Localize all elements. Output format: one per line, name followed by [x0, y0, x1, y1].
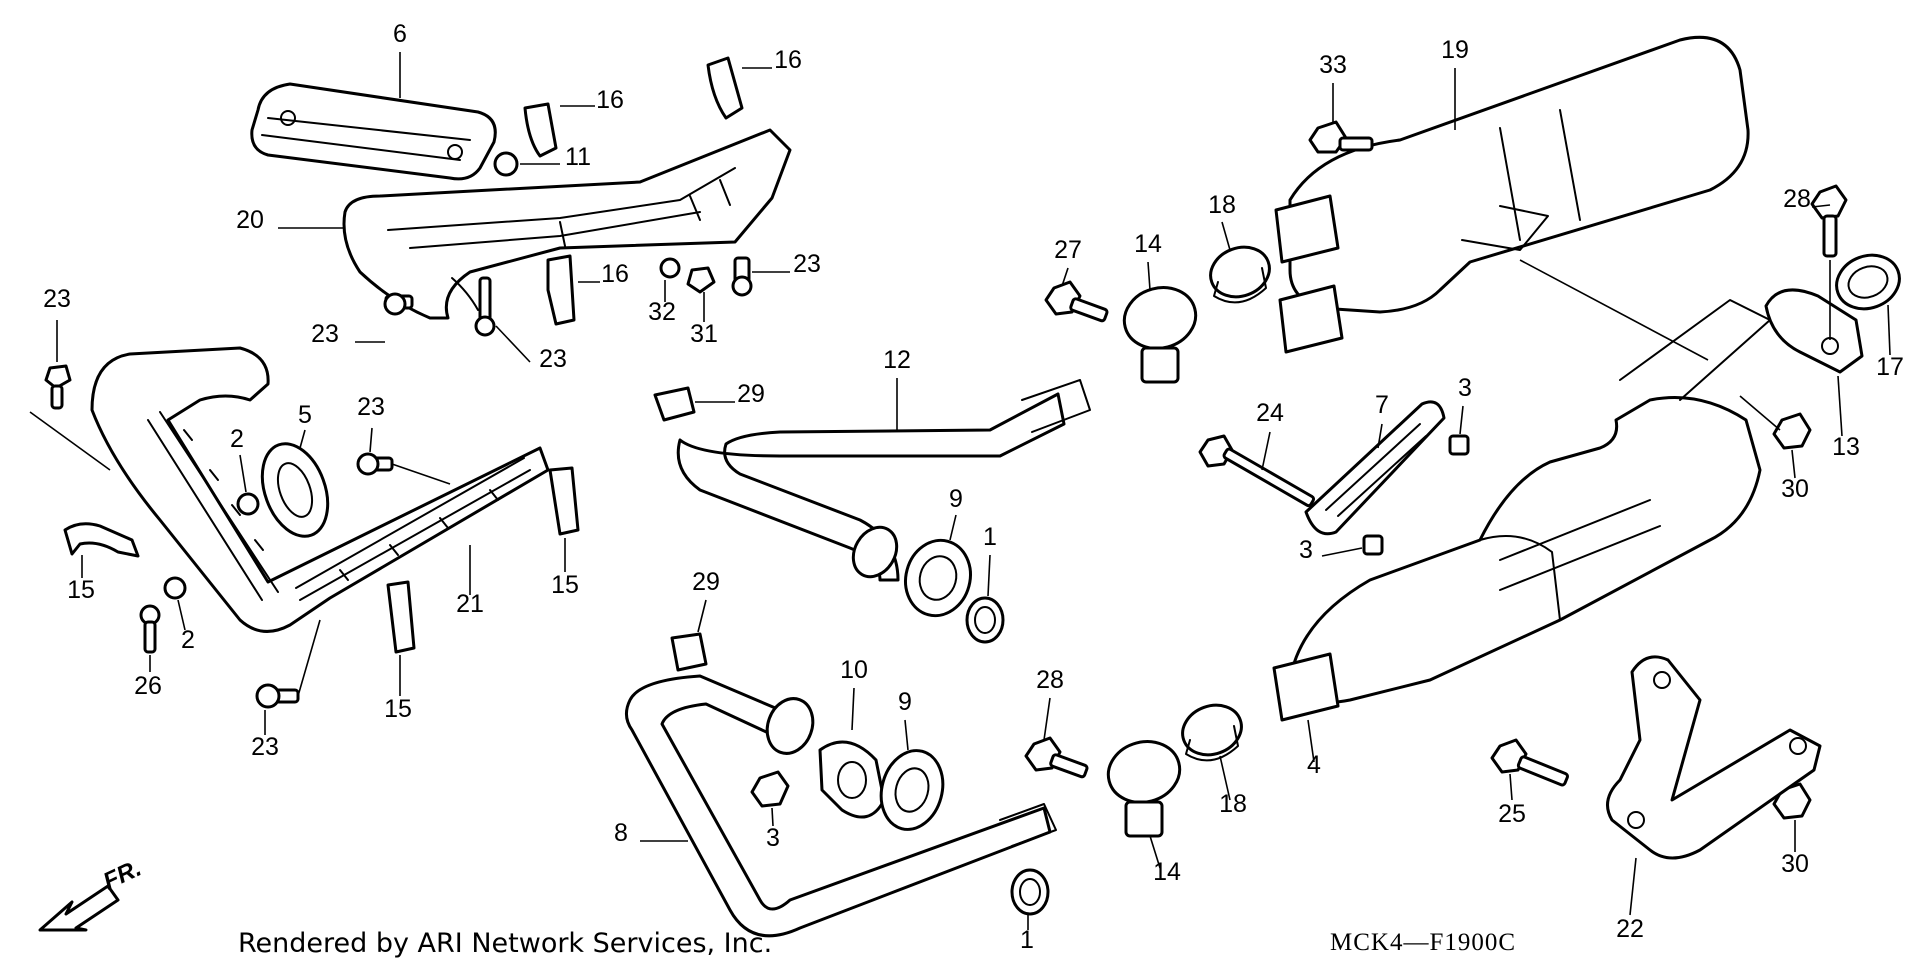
- part-22-bracket: [1606, 655, 1822, 916]
- callout-c29a: 29: [737, 380, 765, 408]
- callout-c12: 12: [883, 346, 911, 374]
- callout-c5: 5: [298, 401, 312, 429]
- part-23-bolts-upper: [355, 256, 790, 363]
- part-26-bolt: [139, 604, 161, 672]
- callout-c28b: 28: [1036, 666, 1064, 694]
- callout-c28a: 28: [1783, 185, 1811, 213]
- callout-c30a: 30: [1781, 475, 1809, 503]
- callout-c16c: 16: [601, 260, 629, 288]
- callout-c3b: 3: [1458, 374, 1472, 402]
- callout-c18b: 18: [1219, 790, 1247, 818]
- support-leader-lines: [1519, 259, 1781, 431]
- part-12-exhaust-pipe: [676, 378, 1091, 582]
- callout-c26: 26: [134, 672, 162, 700]
- callout-c23e: 23: [357, 393, 385, 421]
- part-24-bolt: [1198, 431, 1316, 508]
- part-30-nut: [1772, 412, 1812, 852]
- part-21-lower-heat-shield: [90, 346, 550, 633]
- part-19-upper-muffler: [1274, 35, 1750, 354]
- footer-credit: Rendered by ARI Network Services, Inc.: [238, 928, 772, 958]
- callout-c17: 17: [1876, 353, 1904, 381]
- part-8-exhaust-pipe: [625, 674, 1057, 938]
- part-1-ring: [965, 554, 1005, 644]
- callout-c16b: 16: [774, 46, 802, 74]
- callout-c9a: 9: [949, 485, 963, 513]
- part-1-ring-lower: [1010, 868, 1050, 930]
- callout-c20: 20: [236, 206, 264, 234]
- diagram-code: MCK4—F1900C: [1330, 929, 1516, 956]
- callout-c1b: 1: [1020, 926, 1034, 954]
- callout-c32: 32: [648, 298, 676, 326]
- part-7-heat-guard: [1304, 400, 1446, 536]
- callout-c23b: 23: [43, 285, 71, 313]
- part-3-nuts-right: [1321, 405, 1470, 557]
- callout-c7: 7: [1375, 391, 1389, 419]
- callout-c23d: 23: [539, 345, 567, 373]
- callout-c18a: 18: [1208, 191, 1236, 219]
- callout-c30b: 30: [1781, 850, 1809, 878]
- callout-c11: 11: [565, 143, 591, 171]
- part-18-sleeve: [1181, 221, 1271, 801]
- part-4-lower-muffler: [1272, 299, 1771, 763]
- part-13-bracket: [1764, 260, 1864, 437]
- part-17-sleeve: [1835, 253, 1901, 356]
- callout-c25: 25: [1498, 800, 1526, 828]
- part-33-bolt: [1308, 83, 1374, 154]
- part-20-upper-heat-shield: [278, 128, 792, 320]
- callout-c1a: 1: [983, 523, 997, 551]
- callout-c15b: 15: [551, 571, 579, 599]
- callout-c8: 8: [614, 819, 628, 847]
- front-direction-arrow-icon: FR.: [38, 855, 146, 932]
- part-9-gasket-lower: [879, 719, 945, 831]
- part-23-bolts-lower: [29, 320, 451, 735]
- callout-c10: 10: [840, 656, 868, 684]
- callout-c14b: 14: [1153, 858, 1181, 886]
- callout-c31: 31: [690, 320, 718, 348]
- callout-c15a: 15: [67, 576, 95, 604]
- part-9-gasket: [904, 514, 972, 618]
- part-29-nut: [653, 386, 735, 672]
- part-11-grommet: [493, 151, 560, 177]
- callout-c22: 22: [1616, 915, 1644, 943]
- callout-c23f: 23: [251, 733, 279, 761]
- callout-c13: 13: [1832, 433, 1860, 461]
- part-25-bolt: [1490, 738, 1569, 801]
- callout-c6: 6: [393, 20, 407, 48]
- callout-c23c: 23: [311, 320, 339, 348]
- callout-c3c: 3: [1299, 536, 1313, 564]
- callout-c19: 19: [1441, 36, 1469, 64]
- callout-c14a: 14: [1134, 230, 1162, 258]
- part-15-clamps: [63, 466, 580, 696]
- part-5-gasket: [260, 429, 330, 538]
- callout-c21: 21: [456, 590, 484, 618]
- part-6-shield-cover: [250, 52, 497, 181]
- callout-c24: 24: [1256, 399, 1284, 427]
- part-28-bolt: [1024, 184, 1848, 779]
- part-16-clip: [523, 56, 772, 326]
- callout-c2a: 2: [230, 425, 244, 453]
- part-14-clamp: [1106, 261, 1198, 869]
- callout-c15c: 15: [384, 695, 412, 723]
- part-27-bolt: [1044, 267, 1109, 323]
- callout-c3a: 3: [766, 824, 780, 852]
- part-3-nut-lower: [750, 770, 790, 827]
- part-10-flange: [818, 687, 886, 819]
- callout-c29b: 29: [692, 568, 720, 596]
- callout-c2b: 2: [181, 626, 195, 654]
- callout-c16a: 16: [596, 86, 624, 114]
- callout-c4: 4: [1307, 751, 1321, 779]
- callout-c9b: 9: [898, 688, 912, 716]
- callout-c33: 33: [1319, 51, 1347, 79]
- callout-c27: 27: [1054, 236, 1082, 264]
- callout-c23a: 23: [793, 250, 821, 278]
- part-2-washers: [163, 454, 260, 631]
